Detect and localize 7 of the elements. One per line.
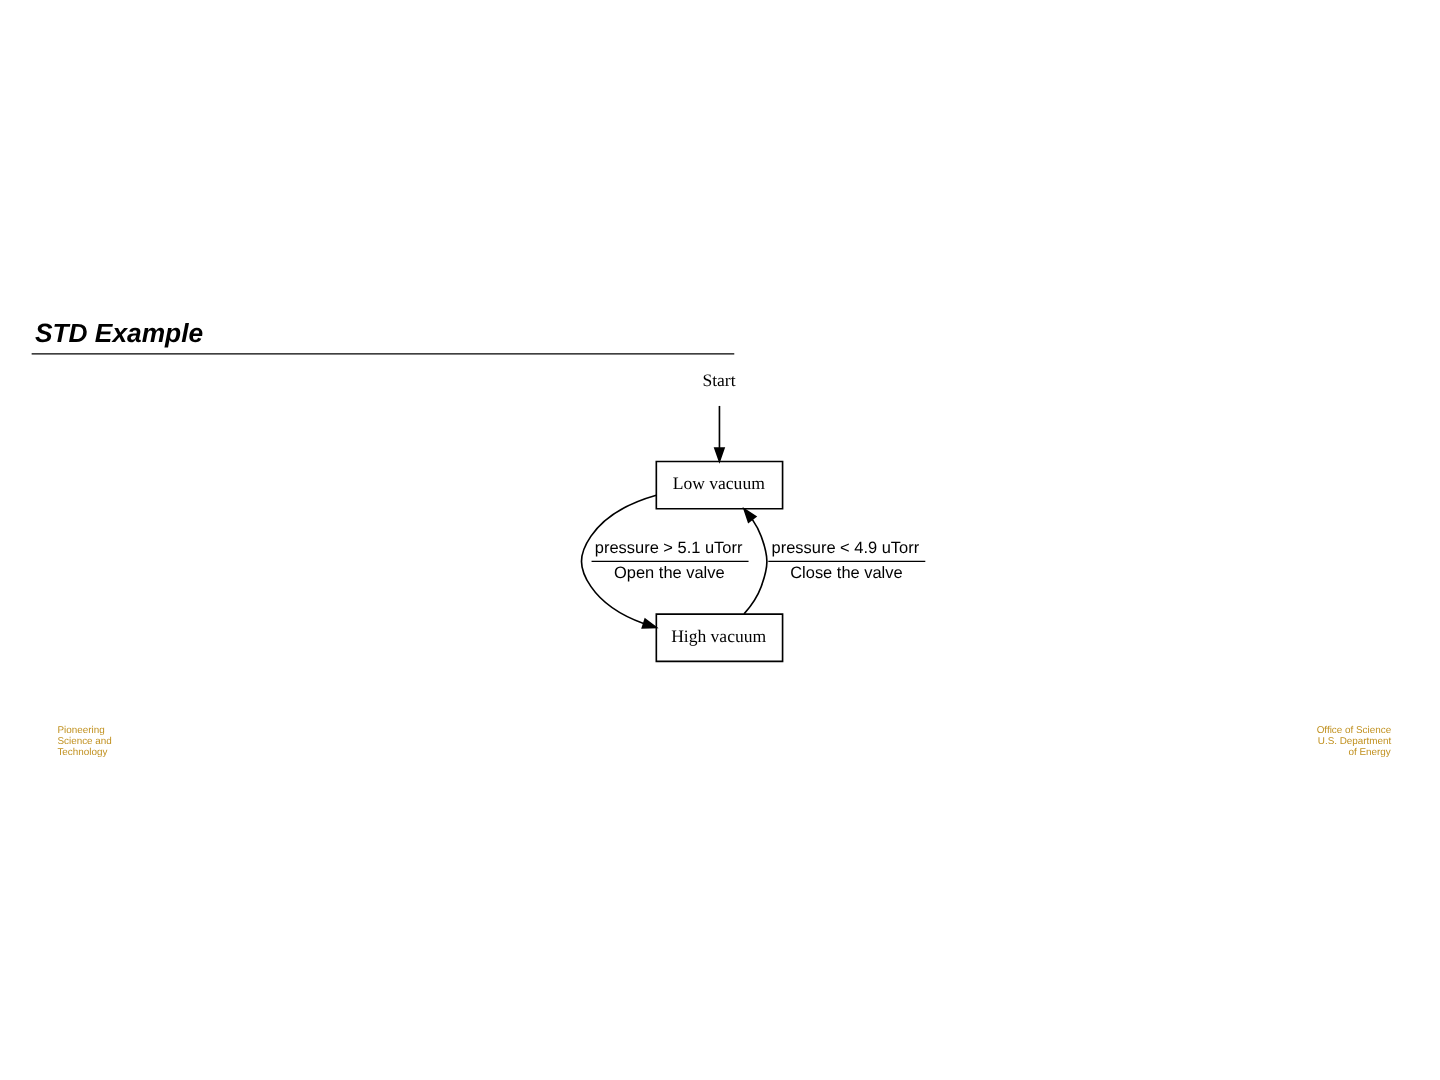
arrow bbox=[580, 494, 659, 629]
node-box: Low vacuum bbox=[655, 460, 784, 510]
node-text: Start bbox=[702, 370, 736, 391]
diagram-title: STD Example bbox=[34, 318, 204, 349]
node-box: High vacuum bbox=[655, 613, 784, 663]
arrow bbox=[713, 405, 726, 464]
arrow bbox=[742, 506, 768, 615]
